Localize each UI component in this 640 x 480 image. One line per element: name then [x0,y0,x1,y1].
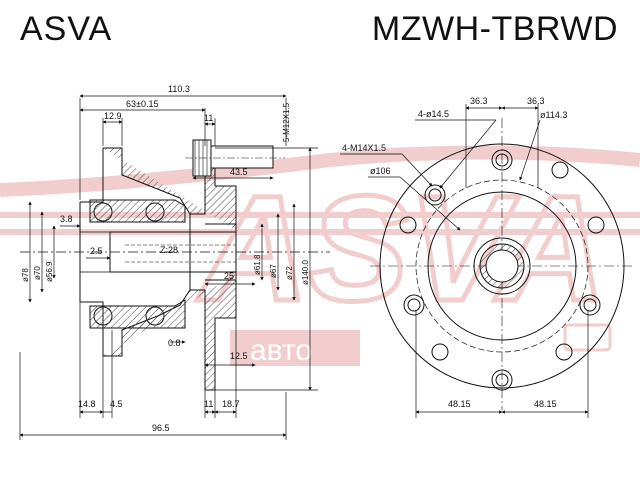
through-hole [555,343,573,361]
dim-left-edge: 14.8 [78,399,96,409]
dim-stud-length: 43.5 [230,167,248,177]
dia-78: ø78 [21,268,30,282]
front-view-labels: 36.3 36.3 4-ø14.5 ø114.3 4-M14X1.5 ø106 … [342,96,567,409]
dia-72: ø72 [285,266,294,280]
dim-top-left: 36.3 [470,96,488,106]
dia-70: ø70 [33,266,42,280]
stud-hole-inner [407,298,421,312]
dia-140: ø140.0 [301,260,310,285]
thread-label: 5-M12X1.5 [282,102,291,142]
dim-inner-step: 2.5 [90,246,103,256]
pilot-outer-circle [473,237,531,295]
dim-pilot-len: 18.7 [222,399,240,409]
dim-overall-length: 110.3 [168,84,190,94]
bore-circle [485,249,519,283]
front-view [370,118,635,410]
dia-61: ø61.8 [253,254,262,275]
through-hole [551,161,569,179]
watermark: ASVA авто [0,145,640,367]
stud-hole [424,184,446,206]
dim-total-width: 96.5 [152,423,170,433]
stud-hole-inner [495,153,509,167]
part-number: MZWH-TBRWD [371,10,618,48]
hub-circle [427,191,577,341]
stud-hole [491,149,513,171]
side-view-rotated-labels: 5-M12X1.5 ø78 ø70 ø56.9 ø61.8 ø67 ø72 ø1… [21,102,310,285]
stud-hole [491,369,513,391]
through-holes [399,161,605,361]
dim-bearing-step: 4.5 [110,399,123,409]
dim-seat: 12.5 [230,351,248,361]
spline-label: Z:28 [160,245,178,255]
watermark-sub-text: авто [250,334,312,367]
through-hole [399,216,417,234]
dia-56: ø56.9 [45,261,54,282]
pcd-circle [415,179,589,353]
dim-top-right: 36.3 [527,96,545,106]
through-hole [431,343,449,361]
dim-bottom-right: 48.15 [534,399,557,409]
stud-hole-inner [495,373,509,387]
stud-holes [403,149,601,391]
stud-hole-inner [428,188,442,202]
dim-ring-width: 12.9 [104,111,122,121]
stud-hole-inner [583,298,597,312]
stud-hole [403,294,425,316]
dim-lip: 3.8 [60,214,73,224]
dim-flange-thk: 11 [204,399,213,409]
watermark-text: ASVA [196,164,606,332]
outer-flange-circle [379,143,625,389]
side-view-labels: 110.3 63±0.15 12.9 11 43.5 25 3.8 2.5 0.… [60,84,248,433]
thread-front-label: 4-M14X1.5 [342,143,386,153]
center-dia-label: ø106 [370,166,391,176]
dim-gap: 0.8 [168,338,181,348]
front-view-dimensions [340,104,589,418]
dim-hub-length: 25 [224,271,234,281]
stud-hole [579,294,601,316]
through-hole [587,216,605,234]
dia-67: ø67 [269,264,278,278]
pcd-label: ø114.3 [540,110,567,120]
dim-flange-offset: 63±0.15 [126,99,158,109]
dim-bottom-left: 48.15 [448,399,471,409]
brand-logo-text: ASVA [20,10,113,48]
dim-bolt-step: 11 [204,113,213,123]
hole-dia-label: 4-ø14.5 [418,109,449,119]
side-view-dimensions [19,94,318,440]
